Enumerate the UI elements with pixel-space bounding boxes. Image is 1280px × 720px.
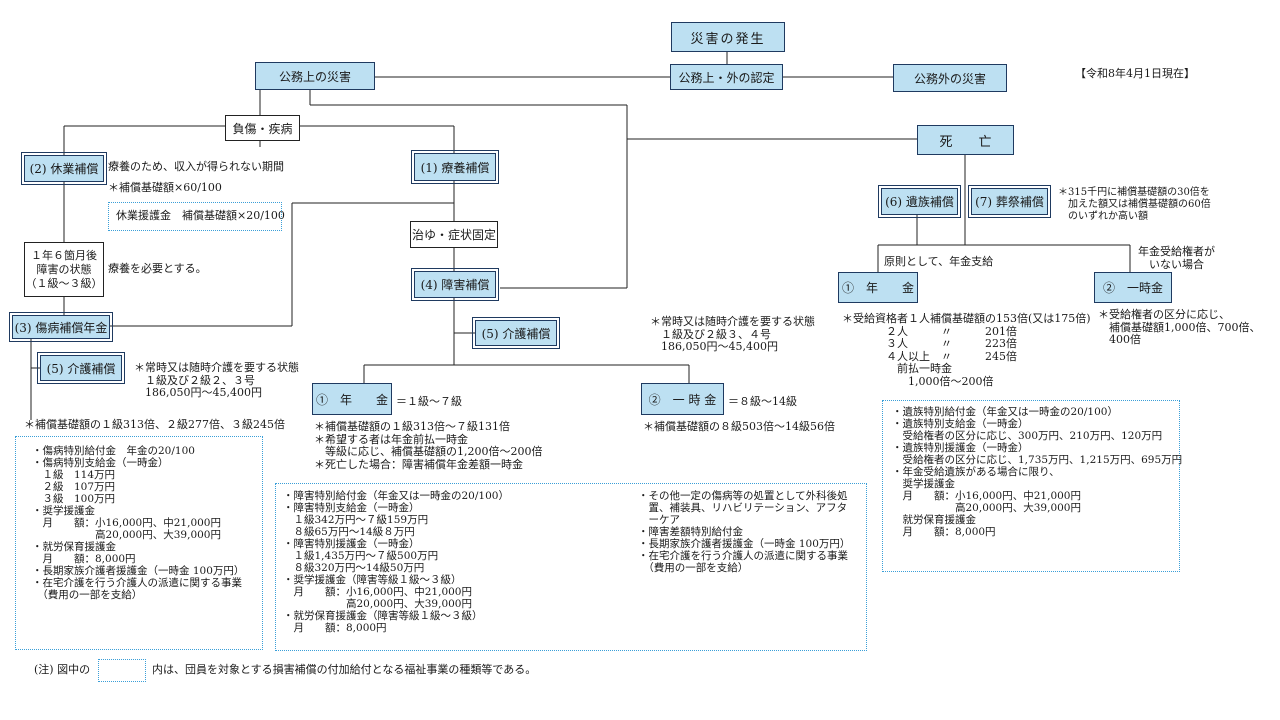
node-off-duty: 公務外の災害 xyxy=(893,64,1007,92)
disability-pension-grade: ＝１級～７級 xyxy=(396,395,462,408)
footnote-suffix: 内は、団員を対象とする損害補償の付加給付となる福祉事業の種類等である。 xyxy=(152,663,537,676)
no-pension-eligible: 年金受給権者が いない場合 xyxy=(1138,245,1215,271)
node-disability-comp-label: (4) 障害補償 xyxy=(420,278,490,292)
welfare-injury-pension-text: ・傷病特別給付金 年金の20/100 ・傷病特別支給金（一時金） １級 114万… xyxy=(32,445,245,601)
disability-lump-grade: ＝８級～14級 xyxy=(728,395,797,408)
welfare-disability-right-text: ・その他一定の傷病等の処置として外科後処 置、補装具、リハビリテーション、アフタ… xyxy=(638,490,851,574)
node-survivor-pension: ① 年 金 xyxy=(838,272,918,303)
node-injury-illness: 負傷・疾病 xyxy=(225,115,300,141)
node-funeral-comp-label: (7) 葬祭補償 xyxy=(975,195,1044,209)
needs-care-text: 療養を必要とする。 xyxy=(108,262,207,275)
node-on-duty: 公務上の災害 xyxy=(255,62,375,90)
footnote-prefix: (注) 図中の xyxy=(34,663,91,676)
survivor-lump-note: ＊受給権者の区分に応じ、 補償基礎額1,000倍、700倍、 400倍 xyxy=(1098,308,1261,347)
node-disability-comp: (4) 障害補償 xyxy=(411,268,499,301)
node-death-label: 死 亡 xyxy=(939,134,992,150)
footnote-dotted-sample xyxy=(98,659,146,682)
disability-lump-note: ＊補償基礎額の８級503倍～14級56倍 xyxy=(643,420,835,433)
node-cure-fixed: 治ゆ・症状固定 xyxy=(410,221,498,248)
date-note: 【令和8年4月1日現在】 xyxy=(1075,67,1195,80)
node-death: 死 亡 xyxy=(917,125,1014,155)
node-injury-state: １年６箇月後 障害の状態 （１級～３級） xyxy=(24,242,104,297)
survivor-pension-note: ＊受給資格者１人補償基礎額の153倍(又は175倍) ２人 〃 201倍 ３人 … xyxy=(842,312,1091,388)
node-disability-pension: ① 年 金 xyxy=(312,383,392,415)
node-funeral-comp: (7) 葬祭補償 xyxy=(968,185,1051,218)
welfare-survivor-text: ・遺族特別給付金（年金又は一時金の20/100） ・遺族特別支給金（一時金） 受… xyxy=(892,406,1183,538)
care-note-b: ＊常時又は随時介護を要する状態 １級及び２級３、４号 186,050円～45,4… xyxy=(650,315,815,354)
node-occurrence-label: 災害の発生 xyxy=(690,31,766,47)
injury-state-text: １年６箇月後 障害の状態 （１級～３級） xyxy=(25,248,103,290)
welfare-disability-box xyxy=(275,483,867,651)
node-survivor-pension-label: ① 年 金 xyxy=(841,281,914,295)
node-disability-lump-label: ② 一 時 金 xyxy=(648,392,717,407)
node-survivor-lump-label: ② 一時金 xyxy=(1102,281,1163,295)
node-medical-comp: (1) 療養補償 xyxy=(411,150,499,184)
node-off-duty-label: 公務外の災害 xyxy=(913,71,986,86)
node-care-comp-b: (5) 介護補償 xyxy=(472,317,560,349)
node-leave-comp-label: (2) 休業補償 xyxy=(29,162,99,176)
node-occurrence: 災害の発生 xyxy=(671,22,785,52)
node-disability-pension-label: ① 年 金 xyxy=(315,392,388,407)
node-care-comp-b-label: (5) 介護補償 xyxy=(481,326,551,341)
care-note-a: ＊常時又は随時介護を要する状態 １級及び２級２、３号 186,050円～45,4… xyxy=(134,361,299,400)
node-injury-illness-label: 負傷・疾病 xyxy=(232,121,293,136)
node-care-comp-a: (5) 介護補償 xyxy=(37,352,125,384)
node-leave-comp: (2) 休業補償 xyxy=(21,152,107,185)
welfare-disability-left-text: ・障害特別給付金（年金又は一時金の20/100） ・障害特別支給金（一時金） １… xyxy=(283,490,509,634)
leave-desc: 療養のため、収入が得られない期間 xyxy=(108,160,284,173)
injury-pension-amount: ＊補償基礎額の１級313倍、２級277倍、３級245倍 xyxy=(24,418,285,431)
node-injury-pension: (3) 傷病補償年金 xyxy=(9,312,113,342)
pension-principle: 原則として、年金支給 xyxy=(884,255,994,268)
funeral-note: ＊315千円に補償基礎額の30倍を 加えた額又は補償基礎額の60倍 のいずれか高… xyxy=(1058,187,1211,222)
node-on-duty-label: 公務上の災害 xyxy=(278,69,351,84)
node-survivor-comp-label: (6) 遺族補償 xyxy=(885,195,954,209)
welfare-leave-box xyxy=(108,202,282,231)
disability-pension-notes: ＊補償基礎額の１級313倍～７級131倍 ＊希望する者は年金前払一時金 等級に応… xyxy=(314,420,543,471)
node-injury-pension-label: (3) 傷病補償年金 xyxy=(14,320,108,335)
node-medical-comp-label: (1) 療養補償 xyxy=(420,160,490,175)
node-disability-lump: ② 一 時 金 xyxy=(641,383,724,415)
node-care-comp-a-label: (5) 介護補償 xyxy=(46,361,116,376)
welfare-survivor-box xyxy=(882,400,1180,572)
node-survivor-comp: (6) 遺族補償 xyxy=(878,185,961,218)
node-cure-fixed-label: 治ゆ・症状固定 xyxy=(411,228,496,242)
node-survivor-lump: ② 一時金 xyxy=(1094,272,1172,303)
welfare-injury-pension-box xyxy=(15,436,263,650)
node-determination: 公務上・外の認定 xyxy=(670,64,783,90)
welfare-leave-text: 休業援護金 補償基礎額×20/100 xyxy=(116,209,285,222)
leave-amount: ＊補償基礎額×60/100 xyxy=(108,181,222,194)
node-determination-label: 公務上・外の認定 xyxy=(678,70,775,85)
